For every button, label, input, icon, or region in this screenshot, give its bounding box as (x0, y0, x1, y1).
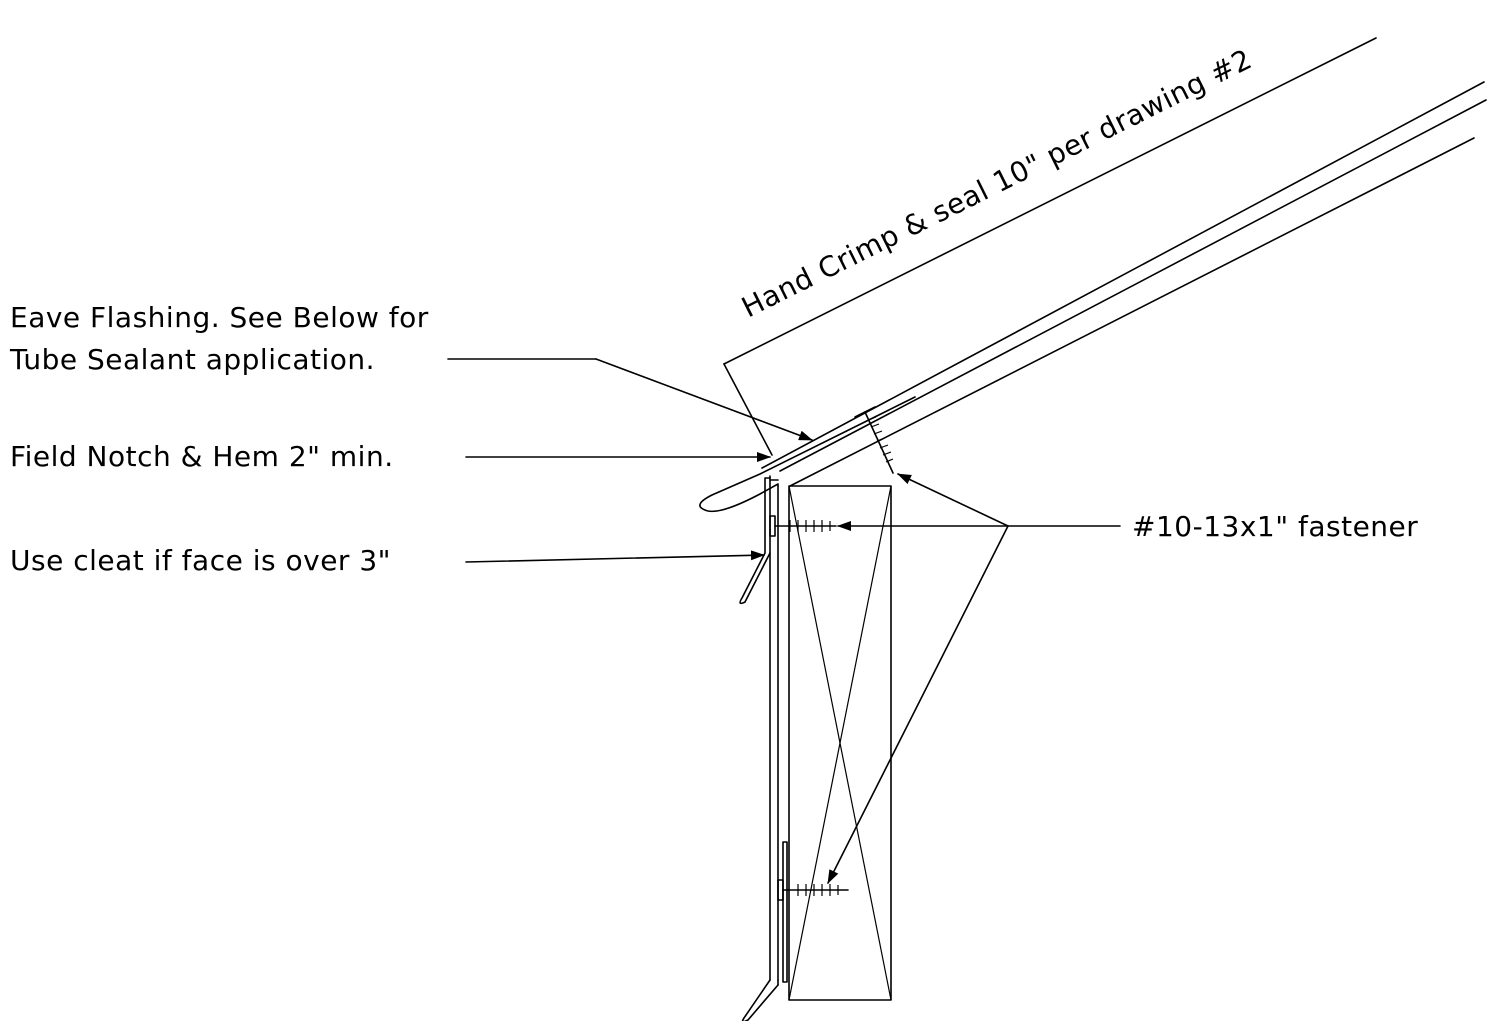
wood-blocking (788, 485, 892, 1001)
eave-flashing-label-line1: Eave Flashing. See Below for (10, 301, 429, 334)
bottom-hem (741, 979, 779, 1021)
fastener-side-top (769, 515, 837, 537)
cleat-label: Use cleat if face is over 3" (10, 544, 391, 577)
bottom-cleat-plate (782, 841, 788, 983)
crimp-label: Hand Crimp & seal 10" per drawing #2 (736, 42, 1257, 324)
crimp-callout-bracket (723, 37, 1377, 456)
field-notch-label: Field Notch & Hem 2" min. (10, 440, 394, 473)
fastener-label: #10-13x1" fastener (1132, 510, 1418, 543)
fastener-top-diagonal (854, 406, 894, 474)
eave-flashing-label-line2: Tube Sealant application. (9, 343, 375, 376)
eave-flashing (699, 396, 916, 981)
leader-eave-flashing (447, 358, 813, 441)
leader-cleat (465, 550, 765, 563)
fastener-side-bottom (777, 879, 849, 901)
leader-fastener (827, 473, 1121, 884)
top-cleat (739, 477, 771, 605)
roof-panel (761, 81, 1487, 487)
